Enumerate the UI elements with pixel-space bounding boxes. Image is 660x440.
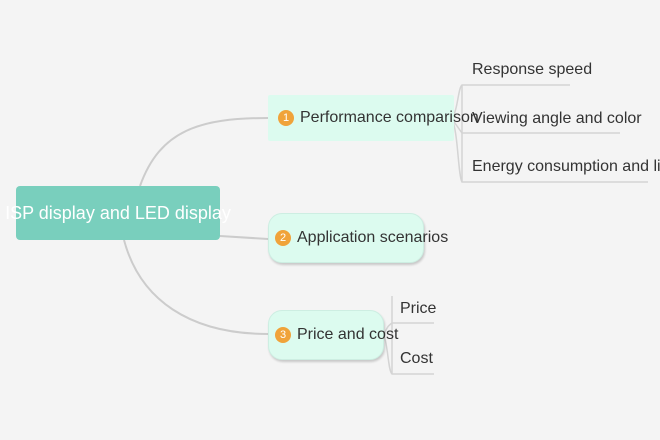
number-badge-2: 2 — [275, 230, 291, 246]
branch-node-label: Performance comparison — [300, 109, 479, 126]
branch-node-price-and-cost[interactable]: 3 Price and cost — [268, 310, 398, 360]
number-badge-1: 1 — [278, 110, 294, 126]
leaf-node-response-speed[interactable]: Response speed — [472, 61, 593, 78]
connector-root-branch-1 — [139, 117, 269, 187]
leaf-node-price[interactable]: Price — [400, 300, 437, 317]
branch-node-performance-comparison[interactable]: 1 Performance comparison — [268, 95, 479, 141]
root-node-label: ISP display and LED display — [5, 202, 231, 223]
connector-root-branch-2 — [219, 235, 269, 240]
leaf-node-cost[interactable]: Cost — [400, 350, 433, 367]
leaf-node-energy-consumption-and-life[interactable]: Energy consumption and life — [472, 158, 660, 175]
branch-node-application-scenarios[interactable]: 2 Application scenarios — [268, 213, 448, 263]
branch-node-label: Application scenarios — [297, 229, 449, 246]
leaf-node-viewing-angle-and-color[interactable]: Viewing angle and color — [472, 110, 642, 127]
number-badge-3: 3 — [275, 327, 291, 343]
root-node[interactable]: ISP display and LED display — [5, 186, 231, 240]
connector-root-branch-3 — [123, 239, 269, 335]
branch-node-label: Price and cost — [297, 326, 399, 343]
